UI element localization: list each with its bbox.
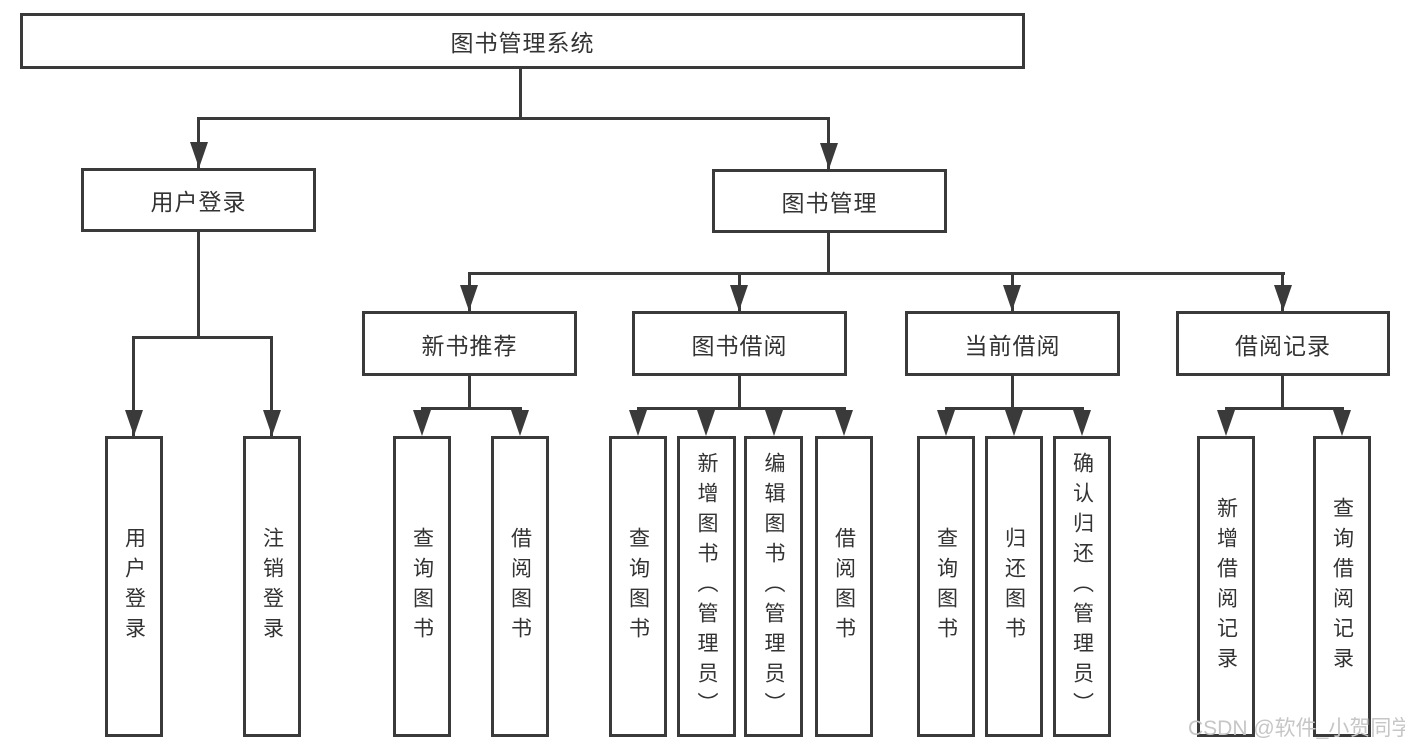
arrowhead-book-borrow: [730, 285, 748, 311]
node-book-management: 图书管理: [712, 169, 947, 233]
leaf-bb-edit-book-admin: 编辑图书（管理员）: [744, 436, 803, 737]
node-user-login: 用户登录: [81, 168, 316, 232]
connector-borrow-record-rail: [1225, 407, 1344, 410]
arrowhead-new-book: [460, 285, 478, 311]
arrowhead-current-borrow: [1003, 285, 1021, 311]
connector-root-stem: [519, 69, 522, 120]
arrowhead-cb-confirm: [1073, 410, 1091, 436]
leaf-cb-return-book: 归还图书: [985, 436, 1043, 737]
arrowhead-br-add: [1217, 410, 1235, 436]
connector-new-book-rail: [421, 407, 522, 410]
node-new-book-recommend: 新书推荐: [362, 311, 577, 376]
arrowhead-nb-query: [413, 410, 431, 436]
connector-leaf-login-drop: [132, 336, 135, 436]
leaf-logout: 注销登录: [243, 436, 301, 737]
connector-borrow-record-stem: [1281, 376, 1284, 410]
arrowhead-bb-add: [697, 410, 715, 436]
connector-user-login-stem: [197, 232, 200, 339]
leaf-nb-borrow-book: 借阅图书: [491, 436, 549, 737]
leaf-nb-query-book: 查询图书: [393, 436, 451, 737]
arrowhead-br-query: [1333, 410, 1351, 436]
node-borrow-records: 借阅记录: [1176, 311, 1390, 376]
arrowhead-bb-borrow: [835, 410, 853, 436]
arrowhead-nb-borrow: [511, 410, 529, 436]
arrowhead-borrow-record: [1274, 285, 1292, 311]
node-current-borrow: 当前借阅: [905, 311, 1120, 376]
arrowhead-bb-edit: [765, 410, 783, 436]
connector-book-mgmt-stem: [827, 233, 830, 275]
leaf-br-add-record: 新增借阅记录: [1197, 436, 1255, 737]
connector-level3-rail: [468, 272, 1285, 275]
leaf-user-login: 用户登录: [105, 436, 163, 737]
leaf-bb-borrow-book: 借阅图书: [815, 436, 873, 737]
node-book-borrow: 图书借阅: [632, 311, 847, 376]
connector-current-borrow-rail: [945, 407, 1084, 410]
arrowhead-user-login: [190, 142, 208, 168]
connector-user-login-rail: [132, 336, 273, 339]
arrowhead-bb-query: [629, 410, 647, 436]
leaf-bb-query-book: 查询图书: [609, 436, 667, 737]
leaf-br-query-record: 查询借阅记录: [1313, 436, 1371, 737]
connector-book-borrow-stem: [738, 376, 741, 410]
arrowhead-cb-return: [1005, 410, 1023, 436]
leaf-bb-add-book-admin: 新增图书（管理员）: [677, 436, 736, 737]
connector-book-borrow-rail: [637, 407, 846, 410]
arrowhead-leaf-login: [125, 410, 143, 436]
arrowhead-leaf-logout: [263, 410, 281, 436]
connector-leaf-logout-drop: [270, 336, 273, 436]
leaf-cb-query-book: 查询图书: [917, 436, 975, 737]
connector-level1-rail: [197, 117, 830, 120]
arrowhead-cb-query: [937, 410, 955, 436]
connector-new-book-stem: [468, 376, 471, 410]
leaf-cb-confirm-return-admin: 确认归还（管理员）: [1053, 436, 1111, 737]
node-root: 图书管理系统: [20, 13, 1025, 69]
connector-current-borrow-stem: [1011, 376, 1014, 410]
watermark: CSDN @软件_小贺同学: [1188, 717, 1405, 740]
arrowhead-book-mgmt: [820, 143, 838, 169]
